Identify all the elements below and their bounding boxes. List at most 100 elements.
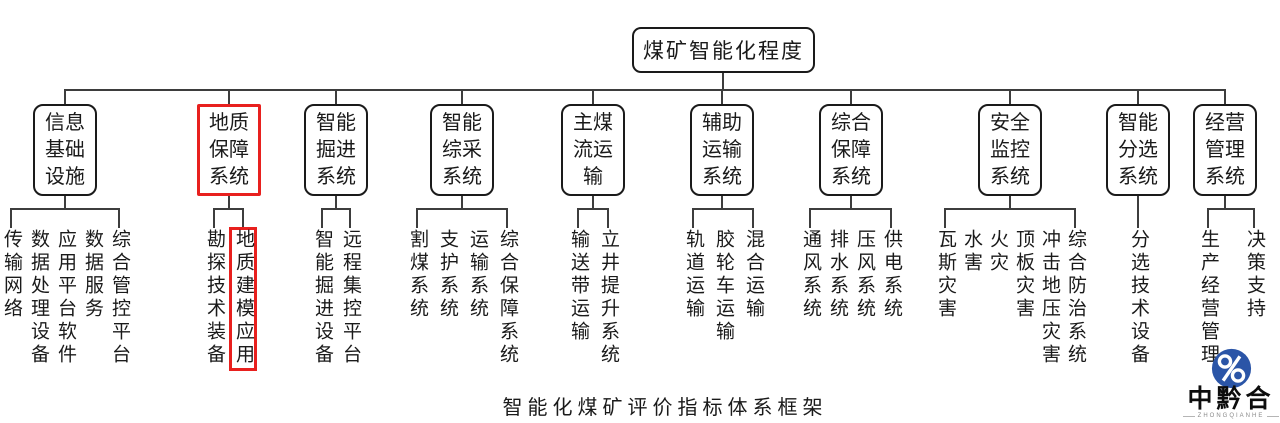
tree-node-label: 地质保障系统	[209, 111, 249, 188]
tree-node-label: 经营管理系统	[1205, 111, 1245, 188]
connector-group-stem	[1224, 196, 1226, 210]
connector-group-bar	[10, 208, 120, 210]
leaf-label: 应用平台软件	[55, 229, 76, 367]
tagline-rule-right	[1267, 415, 1279, 417]
leaf-label: 压风系统	[854, 229, 875, 321]
connector-leaf-tick	[1253, 208, 1255, 228]
connector-group-stem	[721, 196, 723, 210]
tree-node: 辅助运输系统	[690, 104, 754, 196]
leaf-label: 输送带运输	[568, 229, 589, 344]
connector-group-stem	[228, 196, 230, 210]
tree-node: 经营管理系统	[1193, 104, 1257, 196]
tagline-rule-left	[1183, 415, 1195, 417]
connector-node-tick	[850, 89, 852, 104]
connector-node-tick	[64, 89, 66, 104]
connector-group-bar	[416, 208, 508, 210]
connector-leaf-tick	[213, 208, 215, 228]
connector-node-tick	[1137, 89, 1139, 104]
leaf-label: 综合保障系统	[497, 229, 518, 367]
leaf-label: 运输系统	[467, 229, 488, 321]
connector-node-tick	[335, 89, 337, 104]
connector-group-bar	[213, 208, 244, 210]
connector-node-tick	[228, 89, 230, 104]
connector-group-bar	[577, 208, 609, 210]
leaf-label: 传输网络	[1, 229, 22, 321]
leaf-label: 混合运输	[743, 229, 764, 321]
connector-leaf-tick	[506, 208, 508, 228]
connector-group-bar	[809, 208, 892, 210]
leaf-label: 火灾	[987, 229, 1008, 275]
connector-group-stem	[1009, 196, 1011, 210]
connector-root-stem	[722, 73, 724, 91]
leaf-label: 供电系统	[881, 229, 902, 321]
tree-node: 综合保障系统	[819, 104, 883, 196]
connector-leaf-tick	[10, 208, 12, 228]
connector-leaf-tick	[1207, 208, 1209, 228]
tree-node-label: 辅助运输系统	[702, 111, 742, 188]
leaf-label: 远程集控平台	[340, 229, 361, 367]
connector-group-bar	[944, 208, 1076, 210]
company-logo-icon	[1211, 348, 1251, 389]
leaf-label: 顶板灾害	[1013, 229, 1034, 321]
connector-leaf-tick	[242, 208, 244, 228]
tree-node-label: 安全监控系统	[990, 111, 1030, 188]
connector-group-stem	[461, 196, 463, 210]
leaf-label: 综合管控平台	[109, 229, 130, 367]
tree-node-label: 综合保障系统	[831, 111, 871, 188]
tree-node-label: 信息基础设施	[45, 111, 85, 188]
leaf-label: 勘探技术装备	[204, 229, 225, 367]
leaf-label: 排水系统	[827, 229, 848, 321]
connector-leaf-stem	[1137, 196, 1139, 228]
leaf-label: 数据处理设备	[28, 229, 49, 367]
leaf-label: 瓦斯灾害	[935, 229, 956, 321]
connector-group-bar	[692, 208, 754, 210]
connector-group-bar	[321, 208, 351, 210]
connector-group-stem	[64, 196, 66, 210]
connector-top-bar	[64, 89, 1226, 91]
connector-leaf-tick	[890, 208, 892, 228]
leaf-label: 生产经营管理	[1198, 229, 1219, 367]
tree-node: 智能综采系统	[430, 104, 494, 196]
tree-node: 主煤流运输	[561, 104, 625, 196]
logo-tagline: ZHONGQIANHE	[1183, 413, 1279, 419]
leaf-label: 智能掘进设备	[312, 229, 333, 367]
root-node: 煤矿智能化程度	[632, 27, 815, 73]
leaf-label: 支护系统	[437, 229, 458, 321]
connector-node-tick	[461, 89, 463, 104]
tree-node: 地质保障系统	[197, 104, 261, 196]
leaf-label: 轨道运输	[683, 229, 704, 321]
root-node-label: 煤矿智能化程度	[643, 39, 804, 63]
connector-group-stem	[850, 196, 852, 210]
leaf-label: 水害	[961, 229, 982, 275]
connector-leaf-tick	[752, 208, 754, 228]
connector-node-tick	[592, 89, 594, 104]
leaf-label: 胶轮车运输	[713, 229, 734, 344]
connector-node-tick	[1224, 89, 1226, 104]
leaf-label: 决策支持	[1244, 229, 1265, 321]
leaf-label: 通风系统	[800, 229, 821, 321]
leaf-label: 立井提升系统	[598, 229, 619, 367]
tree-node-label: 智能分选系统	[1118, 111, 1158, 188]
tree-node-label: 主煤流运输	[573, 111, 613, 188]
leaf-label: 割煤系统	[407, 229, 428, 321]
connector-node-tick	[721, 89, 723, 104]
leaf-label: 冲击地压灾害	[1039, 229, 1060, 367]
connector-group-stem	[592, 196, 594, 210]
connector-group-stem	[335, 196, 337, 210]
connector-leaf-tick	[944, 208, 946, 228]
connector-group-bar	[1207, 208, 1255, 210]
tree-node-label: 智能掘进系统	[316, 111, 356, 188]
connector-leaf-tick	[321, 208, 323, 228]
leaf-label: 综合防治系统	[1065, 229, 1086, 367]
logo-text: 中黔合	[1187, 385, 1275, 413]
connector-leaf-tick	[809, 208, 811, 228]
connector-leaf-tick	[1074, 208, 1076, 228]
connector-leaf-tick	[577, 208, 579, 228]
tree-node: 安全监控系统	[978, 104, 1042, 196]
tree-node: 智能掘进系统	[304, 104, 368, 196]
connector-leaf-tick	[692, 208, 694, 228]
connector-leaf-tick	[607, 208, 609, 228]
tree-node-label: 智能综采系统	[442, 111, 482, 188]
tree-node: 智能分选系统	[1106, 104, 1170, 196]
